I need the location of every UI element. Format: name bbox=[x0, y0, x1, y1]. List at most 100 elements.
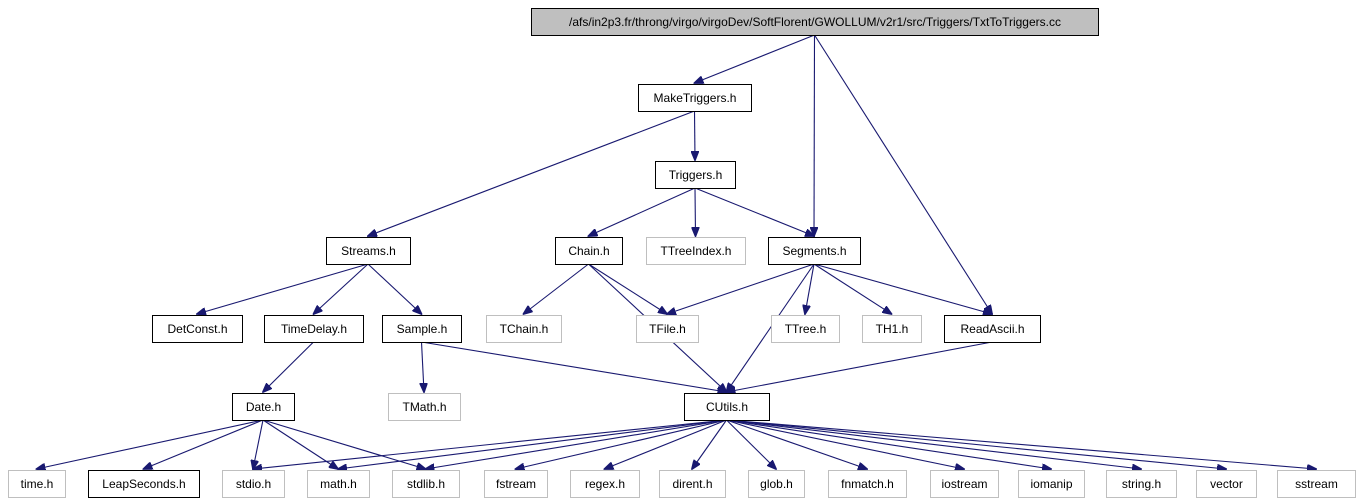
node-box bbox=[646, 237, 746, 265]
node-label: fstream bbox=[496, 477, 536, 491]
edge-cutils-to-fnmatch bbox=[726, 419, 868, 469]
node-dirent: dirent.h bbox=[659, 470, 726, 498]
edge-date-to-time bbox=[37, 419, 264, 469]
node-box bbox=[828, 470, 907, 498]
node-date[interactable]: Date.h bbox=[232, 393, 295, 421]
node-box bbox=[636, 315, 699, 343]
edge-streams-to-sample bbox=[367, 263, 422, 314]
node-box bbox=[388, 393, 461, 421]
edge-maketriggers-to-triggers bbox=[695, 110, 696, 160]
node-math: math.h bbox=[307, 470, 370, 498]
edge-cutils-to-stdlib bbox=[426, 419, 727, 469]
node-label: Chain.h bbox=[568, 244, 609, 258]
node-cutils[interactable]: CUtils.h bbox=[684, 393, 770, 421]
node-label: LeapSeconds.h bbox=[102, 477, 185, 491]
edges bbox=[37, 34, 1317, 469]
node-maketriggers[interactable]: MakeTriggers.h bbox=[638, 84, 752, 112]
node-streams[interactable]: Streams.h bbox=[326, 237, 411, 265]
node-box bbox=[771, 315, 840, 343]
edge-cutils-to-iostream bbox=[726, 419, 965, 469]
node-box bbox=[1277, 470, 1356, 498]
node-box bbox=[684, 393, 770, 421]
node-box bbox=[531, 8, 1099, 36]
node-leapseconds[interactable]: LeapSeconds.h bbox=[88, 470, 200, 498]
node-timedelay[interactable]: TimeDelay.h bbox=[264, 315, 364, 343]
edge-streams-to-detconst bbox=[197, 263, 369, 314]
edge-triggers-to-segments bbox=[694, 187, 814, 236]
node-root[interactable]: /afs/in2p3.fr/throng/virgo/virgoDev/Soft… bbox=[531, 8, 1099, 36]
node-box bbox=[486, 315, 562, 343]
node-label: TTreeIndex.h bbox=[661, 244, 732, 258]
node-label: Date.h bbox=[246, 400, 281, 414]
node-label: TFile.h bbox=[649, 322, 686, 336]
node-label: vector bbox=[1210, 477, 1243, 491]
node-fstream: fstream bbox=[484, 470, 548, 498]
node-glob: glob.h bbox=[748, 470, 805, 498]
edge-date-to-stdio bbox=[253, 419, 264, 469]
node-iomanip: iomanip bbox=[1018, 470, 1085, 498]
edge-date-to-math bbox=[262, 419, 338, 469]
node-box bbox=[1106, 470, 1177, 498]
node-label: MakeTriggers.h bbox=[654, 91, 737, 105]
node-time: time.h bbox=[8, 470, 66, 498]
node-stdio: stdio.h bbox=[222, 470, 285, 498]
edge-sample-to-tmath bbox=[422, 341, 425, 392]
node-box bbox=[484, 470, 548, 498]
node-box bbox=[152, 315, 243, 343]
node-segments[interactable]: Segments.h bbox=[768, 237, 861, 265]
node-box bbox=[655, 161, 736, 189]
edge-cutils-to-dirent bbox=[692, 419, 727, 469]
edge-root-to-readascii bbox=[814, 34, 993, 314]
node-label: TTree.h bbox=[785, 322, 827, 336]
node-label: iostream bbox=[941, 477, 987, 491]
node-label: TimeDelay.h bbox=[281, 322, 347, 336]
node-label: math.h bbox=[320, 477, 357, 491]
nodes: /afs/in2p3.fr/throng/virgo/virgoDev/Soft… bbox=[8, 8, 1356, 498]
edge-segments-to-th1 bbox=[813, 263, 892, 314]
node-label: iomanip bbox=[1030, 477, 1072, 491]
edge-segments-to-cutils bbox=[727, 263, 815, 392]
node-label: Streams.h bbox=[341, 244, 396, 258]
edge-date-to-leapseconds bbox=[144, 419, 264, 469]
node-box bbox=[8, 470, 66, 498]
node-label: sstream bbox=[1295, 477, 1338, 491]
node-label: ReadAscii.h bbox=[960, 322, 1024, 336]
node-detconst[interactable]: DetConst.h bbox=[152, 315, 243, 343]
node-box bbox=[264, 315, 364, 343]
node-box bbox=[862, 315, 922, 343]
edge-cutils-to-math bbox=[338, 419, 727, 469]
edge-segments-to-tfile bbox=[667, 263, 815, 314]
edge-chain-to-tfile bbox=[588, 263, 668, 314]
edge-timedelay-to-date bbox=[263, 341, 314, 392]
node-box bbox=[748, 470, 805, 498]
edge-triggers-to-chain bbox=[589, 187, 696, 236]
node-box bbox=[222, 470, 285, 498]
edge-segments-to-readascii bbox=[813, 263, 992, 314]
node-box bbox=[88, 470, 200, 498]
node-sample[interactable]: Sample.h bbox=[382, 315, 462, 343]
edge-segments-to-ttree bbox=[805, 263, 815, 314]
node-label: Segments.h bbox=[782, 244, 846, 258]
node-iostream: iostream bbox=[930, 470, 999, 498]
edge-maketriggers-to-streams bbox=[368, 110, 695, 236]
edge-cutils-to-stdio bbox=[253, 419, 727, 469]
node-tfile: TFile.h bbox=[636, 315, 699, 343]
node-box bbox=[638, 84, 752, 112]
node-label: Sample.h bbox=[397, 322, 448, 336]
node-readascii[interactable]: ReadAscii.h bbox=[944, 315, 1041, 343]
edge-chain-to-tchain bbox=[524, 263, 589, 314]
edge-cutils-to-string bbox=[726, 419, 1142, 469]
node-label: stdlib.h bbox=[407, 477, 445, 491]
edge-cutils-to-regex bbox=[605, 419, 727, 469]
edge-cutils-to-vector bbox=[726, 419, 1227, 469]
node-fnmatch: fnmatch.h bbox=[828, 470, 907, 498]
node-label: Triggers.h bbox=[669, 168, 723, 182]
node-label: TChain.h bbox=[500, 322, 549, 336]
edge-cutils-to-sstream bbox=[726, 419, 1317, 469]
node-box bbox=[307, 470, 370, 498]
node-label: TH1.h bbox=[876, 322, 909, 336]
node-chain[interactable]: Chain.h bbox=[555, 237, 623, 265]
node-triggers[interactable]: Triggers.h bbox=[655, 161, 736, 189]
node-box bbox=[1196, 470, 1257, 498]
edge-root-to-maketriggers bbox=[695, 34, 815, 83]
